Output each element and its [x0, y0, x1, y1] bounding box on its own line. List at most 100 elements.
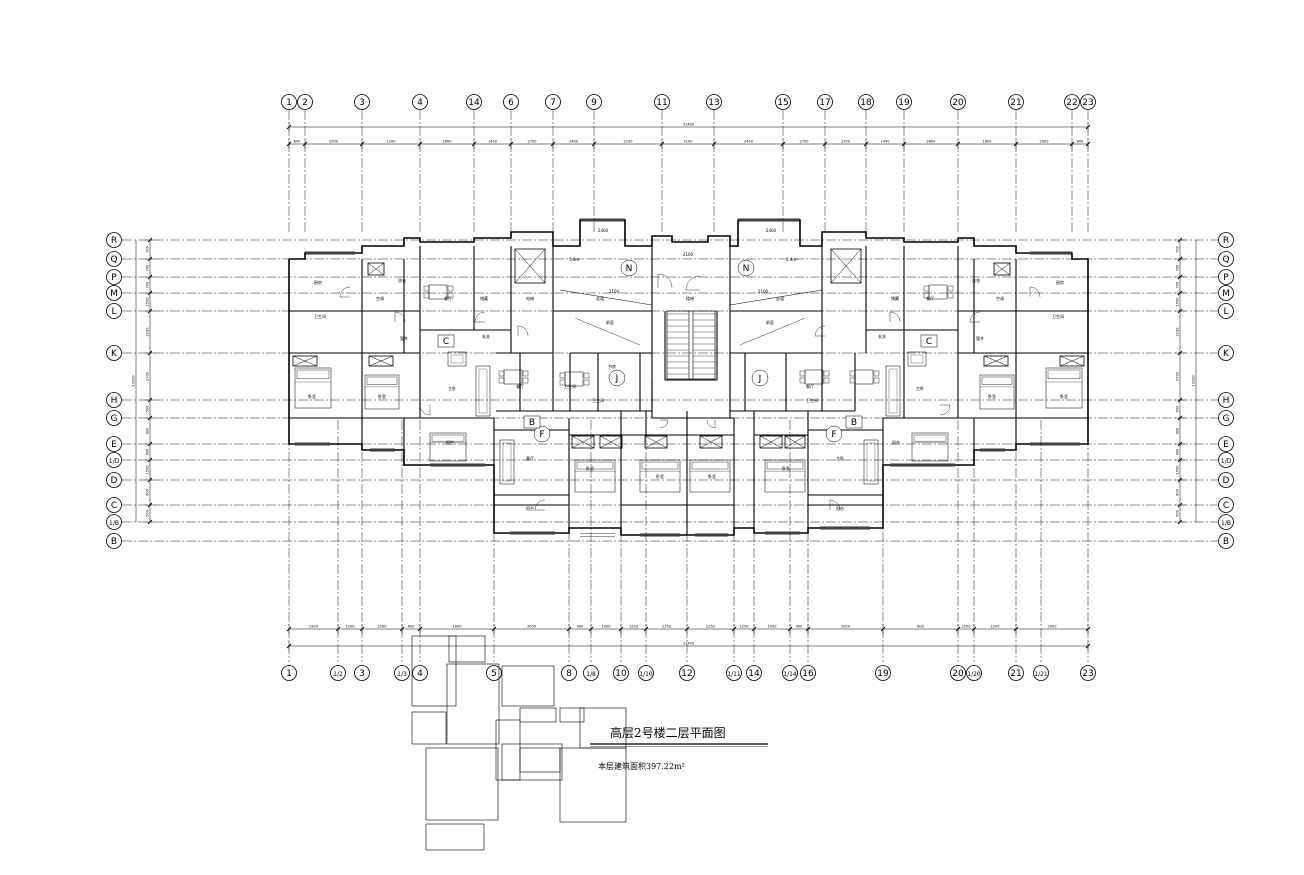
- sofa-icon: [447, 351, 467, 367]
- dimension-label: 900: [1176, 449, 1180, 456]
- room-label: 储藏: [480, 295, 488, 301]
- dimension-label: 2900: [1040, 140, 1049, 144]
- axis-bubble-top: 11: [654, 94, 670, 110]
- site-building-block: [501, 665, 555, 707]
- room-label: 餐厅: [926, 295, 934, 301]
- bed-icon: [1045, 367, 1083, 409]
- svg-text:D: D: [1223, 476, 1230, 486]
- bed-icon: [639, 459, 681, 493]
- dimension-label: 500: [146, 406, 150, 413]
- room-label: 客厅: [526, 455, 534, 461]
- svg-text:21: 21: [1010, 669, 1021, 679]
- svg-text:F: F: [539, 430, 544, 440]
- room-label: 厨房: [314, 279, 322, 285]
- axis-bubble-right: 1/D: [1218, 452, 1234, 468]
- bed-icon: [689, 459, 731, 493]
- ac-unit-icon: [759, 435, 783, 449]
- room-label: 卧室: [1060, 393, 1068, 399]
- site-building-block: [446, 663, 500, 745]
- room-label: 玄关: [878, 333, 886, 339]
- dimension-label: 700: [1176, 282, 1180, 289]
- room-label: 卫生间: [1052, 313, 1064, 319]
- dimension-label: 700: [1176, 246, 1180, 253]
- room-label: 楼梯: [686, 295, 694, 301]
- svg-text:2: 2: [302, 98, 308, 108]
- axis-bubble-left: R: [106, 232, 122, 248]
- dimension-label: 1600: [983, 140, 992, 144]
- ac-unit-icon: [983, 355, 1009, 367]
- unit-tag: B: [523, 415, 541, 429]
- svg-text:1/D: 1/D: [109, 458, 120, 465]
- svg-text:19: 19: [877, 669, 889, 679]
- elevator-shaft-icon: [514, 248, 546, 284]
- site-building-block: [519, 747, 561, 773]
- site-building-block: [425, 823, 485, 851]
- axis-bubble-right: D: [1218, 472, 1234, 488]
- axis-bubble-top: 22: [1064, 94, 1080, 110]
- unit-tag: F: [533, 425, 551, 443]
- dimension-label: 2100: [684, 140, 693, 144]
- room-label: 阳台: [446, 439, 454, 445]
- axis-bubble-bottom: 19: [875, 665, 891, 681]
- dimension-label: 1500: [1176, 466, 1180, 475]
- site-building-block: [559, 707, 585, 723]
- svg-text:20: 20: [952, 669, 964, 679]
- bed-icon: [764, 459, 806, 493]
- drawing-title-block: 高层2号楼二层平面图 本层建筑面积397.22m²: [590, 725, 768, 771]
- sofa-icon: [907, 351, 927, 367]
- dimension-label: 2100: [624, 140, 633, 144]
- dimension-label: 800: [294, 140, 301, 144]
- axis-bubble-bottom: 1/3: [394, 665, 410, 681]
- svg-text:1/8: 1/8: [586, 671, 596, 678]
- axis-bubble-top: 7: [545, 94, 561, 110]
- axis-bubble-bottom: 3: [354, 665, 370, 681]
- unit-tag: J: [751, 369, 769, 387]
- svg-text:C: C: [111, 501, 117, 511]
- axis-bubble-top: 3: [354, 94, 370, 110]
- elevator-shaft-icon: [830, 248, 862, 284]
- dining-table-icon: [799, 369, 830, 385]
- svg-text:11: 11: [656, 98, 667, 108]
- door-swing: [685, 275, 701, 291]
- dimension-label: 2100: [1176, 328, 1180, 337]
- room-label: 卫生间: [564, 383, 576, 389]
- axis-bubble-right: 1/B: [1218, 514, 1234, 530]
- bed-icon: [574, 459, 616, 493]
- dimension-label: 2800: [927, 140, 936, 144]
- svg-text:13: 13: [708, 98, 719, 108]
- axis-bubble-bottom: 1/20: [966, 665, 982, 681]
- corridor-line: [574, 317, 641, 346]
- dimension-label: 1600: [443, 140, 452, 144]
- svg-text:M: M: [1222, 289, 1230, 299]
- dimension-label: 2700: [528, 140, 537, 144]
- dimension-label: 600: [917, 625, 924, 629]
- unit-tag: B: [845, 415, 863, 429]
- svg-text:H: H: [1223, 396, 1230, 406]
- site-key-plan: [411, 635, 627, 851]
- dimension-label: 2700: [1176, 372, 1180, 381]
- svg-text:1/14: 1/14: [783, 671, 797, 678]
- svg-text:1/B: 1/B: [109, 520, 119, 527]
- svg-text:4: 4: [417, 669, 423, 679]
- room-label: 空调: [996, 295, 1004, 301]
- dimension-label: 400: [577, 625, 584, 629]
- room-label: 主卧: [916, 385, 924, 391]
- axis-bubble-bottom: 20: [950, 665, 966, 681]
- door-swing: [657, 273, 673, 289]
- axis-bubble-top: 13: [706, 94, 722, 110]
- svg-text:23: 23: [1082, 98, 1093, 108]
- bed-icon: [429, 432, 467, 462]
- unit-tag: N: [620, 259, 638, 277]
- dimension-label: 1000: [768, 625, 777, 629]
- axis-bubble-right: M: [1218, 285, 1234, 301]
- svg-text:5: 5: [491, 669, 497, 679]
- dimension-label: 2300: [841, 140, 850, 144]
- area-annotation: 5.4m²: [786, 257, 798, 262]
- axis-bubble-bottom: 10: [613, 665, 629, 681]
- dimension-label: 900: [146, 449, 150, 456]
- axis-bubble-top: 14: [466, 94, 482, 110]
- svg-text:9: 9: [591, 98, 597, 108]
- svg-text:L: L: [1223, 307, 1228, 317]
- sofa-icon: [863, 439, 879, 485]
- dimension-label: 2400: [569, 140, 578, 144]
